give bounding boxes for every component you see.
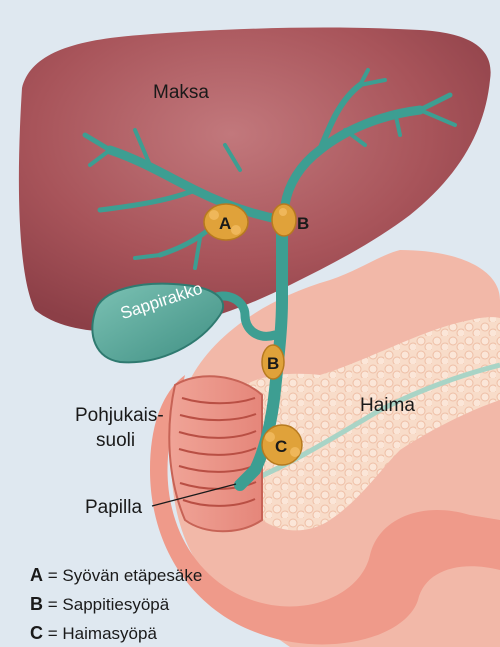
marker-c-label: C xyxy=(275,437,287,456)
marker-b-lower-label: B xyxy=(267,354,279,373)
legend-letter: A xyxy=(30,565,43,585)
duodenum-label-line2: suoli xyxy=(96,430,135,452)
legend-separator: = xyxy=(48,595,58,614)
tumor-a: A xyxy=(204,204,248,240)
marker-b-upper-label: B xyxy=(297,214,309,233)
liver-label: Maksa xyxy=(153,82,209,104)
legend-text: Haimasyöpä xyxy=(62,624,157,643)
pancreas-label: Haima xyxy=(360,395,415,417)
tumor-b-lower: B xyxy=(262,345,284,379)
marker-a-label: A xyxy=(219,214,231,233)
legend-letter: B xyxy=(30,594,43,614)
legend-letter: C xyxy=(30,623,43,643)
duodenum-label-line1: Pohjukais- xyxy=(75,405,164,427)
legend-text: Sappitiesyöpä xyxy=(62,595,169,614)
legend-item: C = Haimasyöpä xyxy=(30,623,157,644)
tumor-c: C xyxy=(262,425,302,465)
legend-separator: = xyxy=(48,566,58,585)
papilla-label: Papilla xyxy=(85,497,142,519)
tumor-b-upper xyxy=(272,204,296,236)
legend-item: B = Sappitiesyöpä xyxy=(30,594,169,615)
legend-item: A = Syövän etäpesäke xyxy=(30,565,202,586)
legend-separator: = xyxy=(48,624,58,643)
legend-text: Syövän etäpesäke xyxy=(62,566,202,585)
